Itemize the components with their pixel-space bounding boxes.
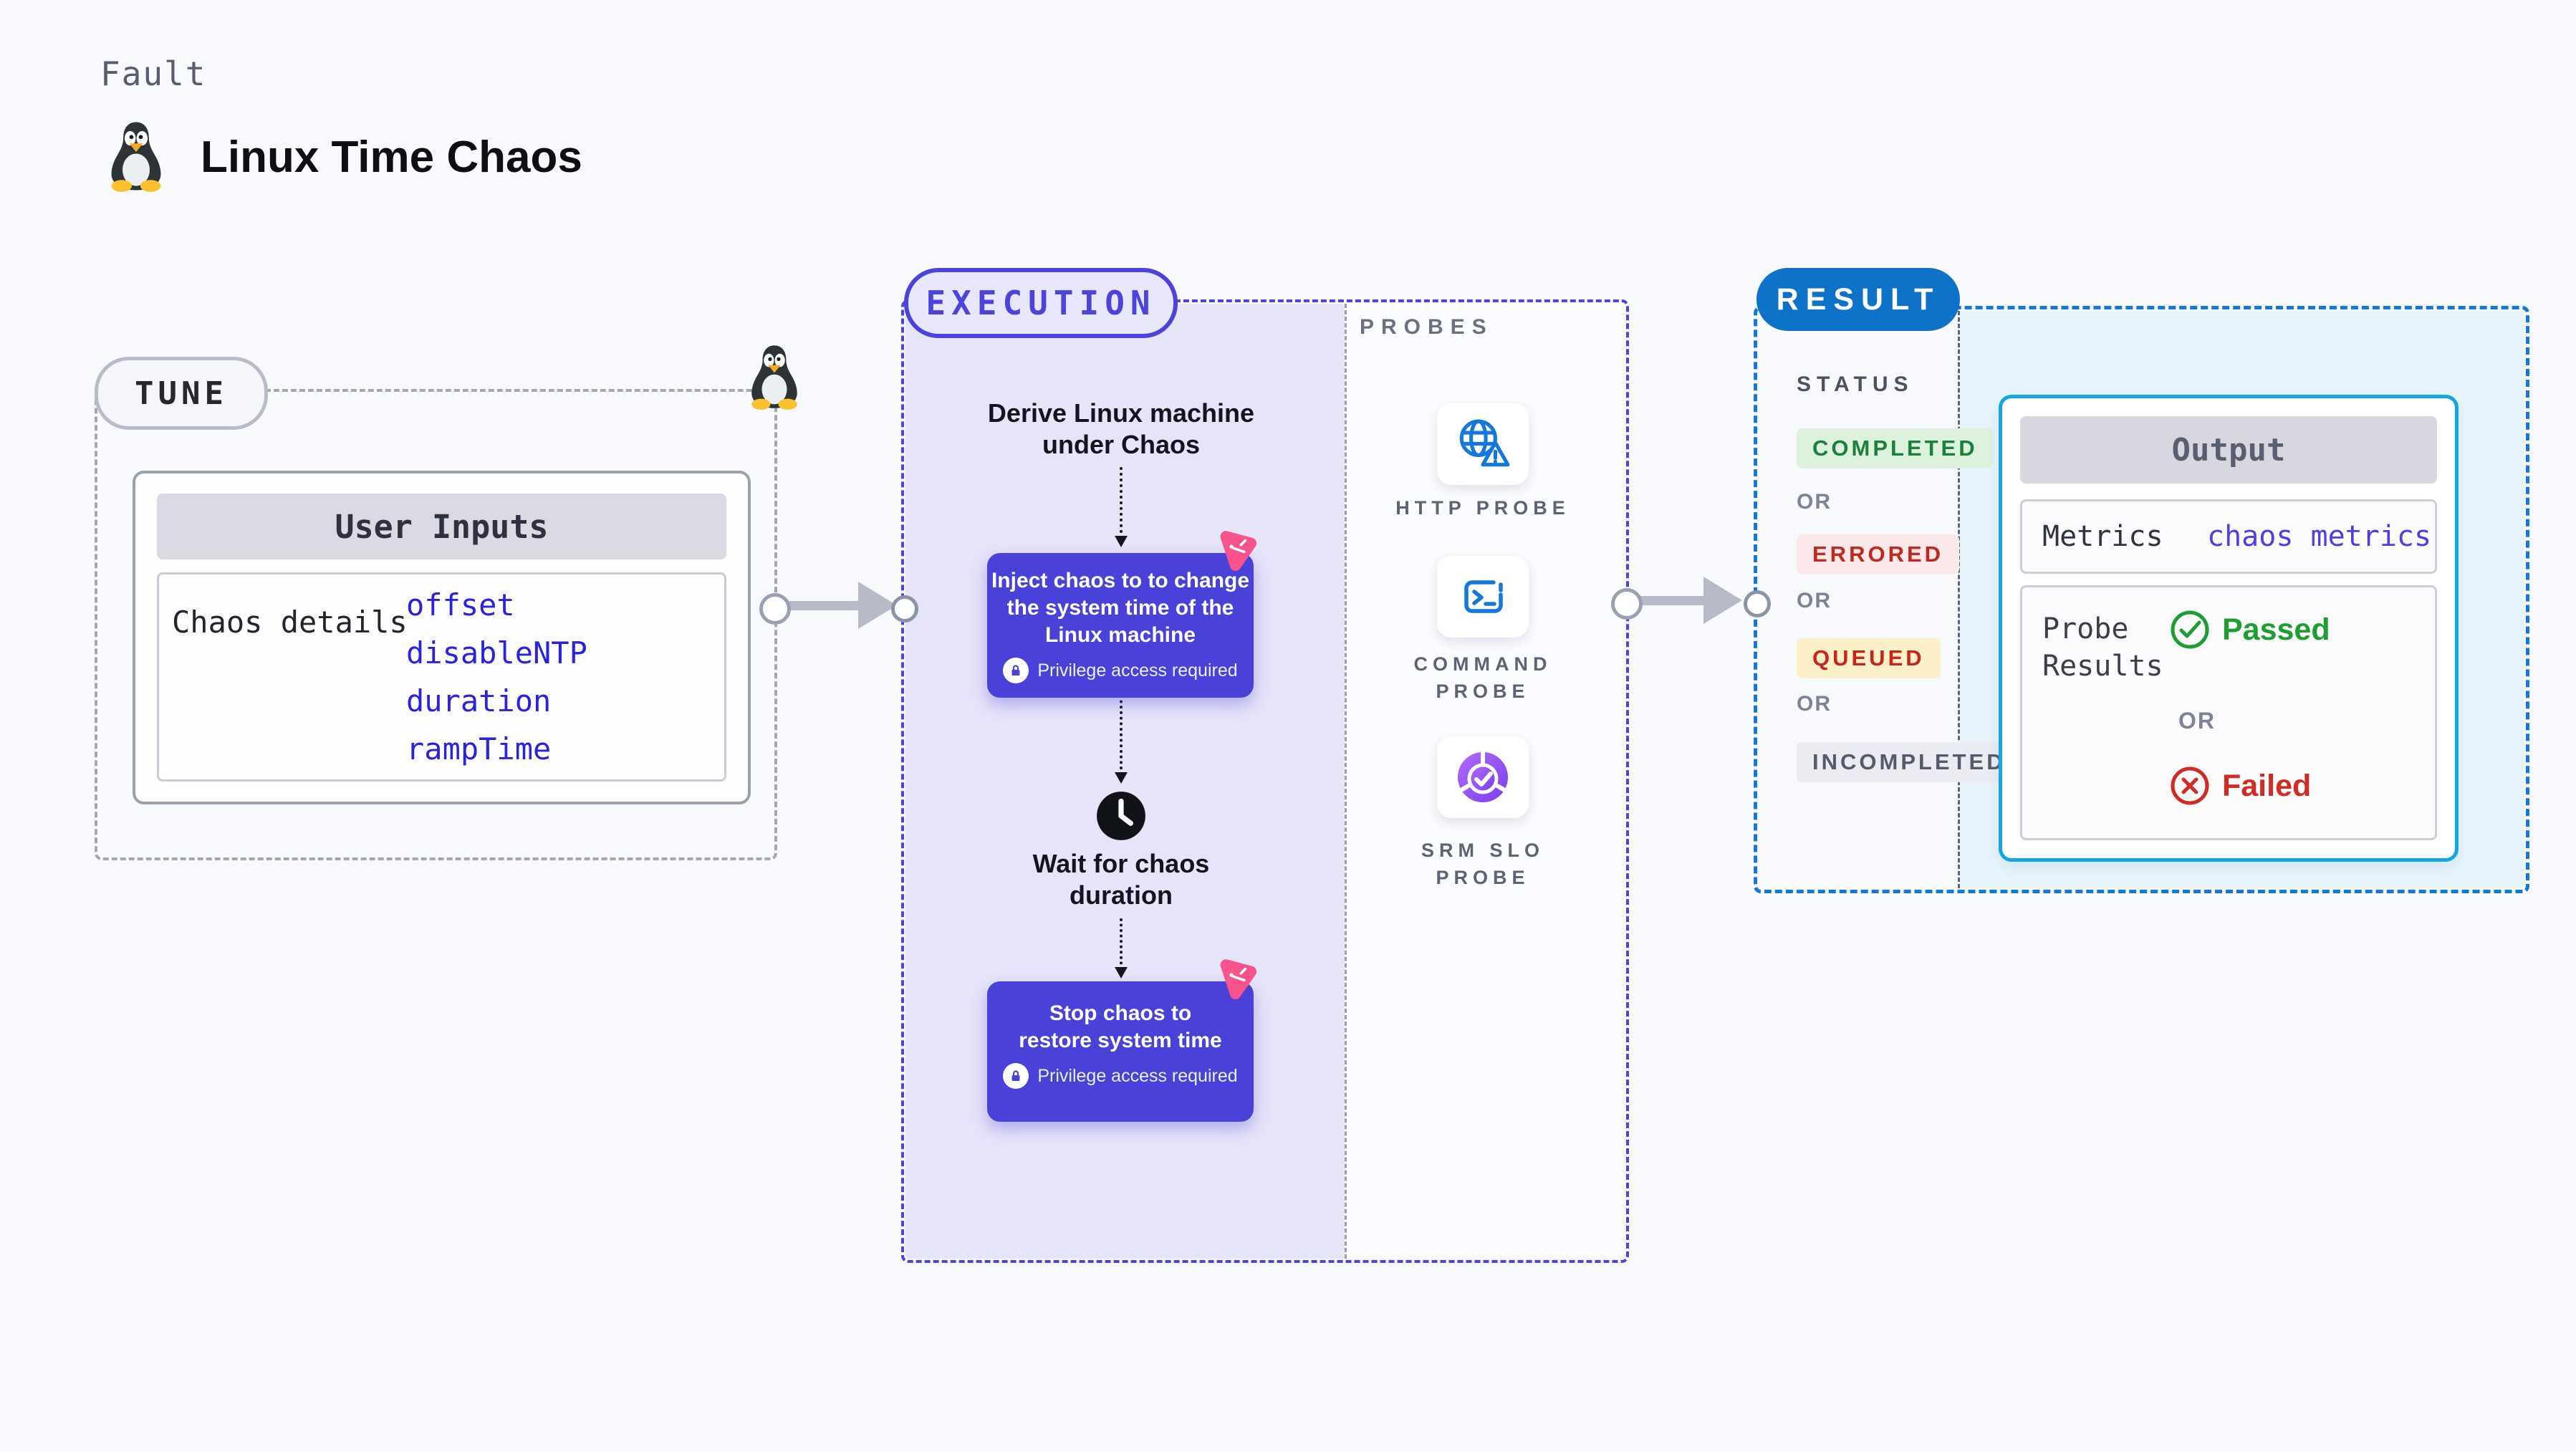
output-title: Output xyxy=(2020,416,2437,484)
privilege-note: Privilege access required xyxy=(1037,660,1238,681)
status-badge-incompleted: INCOMPLETED xyxy=(1797,742,2022,782)
flow-arrowhead xyxy=(1115,772,1128,784)
tux-penguin-icon xyxy=(111,122,161,192)
or-label: OR xyxy=(1797,692,1832,716)
terminal-icon xyxy=(1464,580,1503,613)
http-probe-label: HTTP PROBE xyxy=(1395,497,1570,519)
lock-icon xyxy=(1003,1063,1029,1089)
wait-step-text: Wait for chaos duration xyxy=(1032,849,1210,910)
user-inputs-table: Chaos details offset disableNTP duration… xyxy=(157,572,726,782)
status-label: STATUS xyxy=(1797,372,1914,396)
stop-chaos-node: Stop chaos to restore system time Privil… xyxy=(987,981,1254,1122)
probes-label: PROBES xyxy=(1360,315,1494,339)
command-probe-label: COMMAND PROBE xyxy=(1413,653,1552,702)
chaos-details-values: offset disableNTP duration rampTime xyxy=(406,590,587,782)
user-inputs-title: User Inputs xyxy=(157,494,726,559)
connector-endpoint xyxy=(1611,588,1643,620)
execution-pill: EXECUTION xyxy=(904,268,1178,338)
or-label: OR xyxy=(1797,589,1832,612)
failed-label: Failed xyxy=(2222,768,2312,803)
command-probe-card xyxy=(1437,556,1529,638)
chaos-triangle-icon xyxy=(1220,531,1257,572)
result-divider xyxy=(1958,311,1960,888)
connector-endpoint xyxy=(1744,590,1771,617)
fault-kicker: Fault xyxy=(100,54,207,93)
lock-icon xyxy=(1003,658,1029,683)
flow-arrow-line xyxy=(1120,689,1123,775)
connector-arrowhead xyxy=(858,582,897,629)
metrics-value: chaos metrics xyxy=(2207,520,2432,553)
flow-arrowhead xyxy=(1115,967,1128,979)
connector-endpoint xyxy=(891,595,918,622)
input-value: duration xyxy=(406,683,552,718)
metrics-row: Metrics chaos metrics xyxy=(2020,499,2437,574)
or-label: OR xyxy=(1797,490,1832,514)
connector-endpoint xyxy=(759,593,791,625)
tune-pill: TUNE xyxy=(95,357,268,430)
probe-results-label: Probe Results xyxy=(2042,612,2163,683)
privilege-note: Privilege access required xyxy=(1037,1065,1238,1086)
metrics-label: Metrics xyxy=(2042,520,2163,553)
connector-arrowhead xyxy=(1703,577,1742,624)
connector-line xyxy=(782,601,861,610)
input-value: rampTime xyxy=(406,731,552,766)
probes-divider xyxy=(1345,304,1347,1259)
input-value: disableNTP xyxy=(406,635,587,670)
clock-icon xyxy=(1097,792,1145,840)
flow-arrow-line xyxy=(1120,467,1123,539)
status-badge-queued: QUEUED xyxy=(1797,638,1941,678)
chaos-details-label: Chaos details xyxy=(172,605,408,640)
chaos-triangle-icon xyxy=(1220,959,1257,1000)
tune-section-box xyxy=(95,389,777,860)
passed-row: Passed xyxy=(2169,609,2330,650)
status-badge-completed: COMPLETED xyxy=(1797,428,1994,468)
globe-alert-icon xyxy=(1459,419,1510,467)
x-circle-icon xyxy=(2171,766,2209,805)
pie-check-icon xyxy=(1458,751,1508,802)
page-title: Linux Time Chaos xyxy=(201,133,582,182)
result-pill: RESULT xyxy=(1756,268,1960,331)
flow-arrowhead xyxy=(1115,536,1128,547)
or-label: OR xyxy=(2178,708,2216,734)
inject-chaos-node: Inject chaos to to change the system tim… xyxy=(987,553,1254,698)
connector-line xyxy=(1636,596,1705,605)
derive-step-text: Derive Linux machine under Chaos xyxy=(987,398,1255,459)
output-card: Output Metrics chaos metrics Probe Resul… xyxy=(1999,395,2459,862)
probe-results-row: Probe Results Passed OR Failed xyxy=(2020,585,2437,840)
tux-penguin-icon xyxy=(751,345,797,410)
failed-row: Failed xyxy=(2169,765,2311,807)
srm-slo-probe-label: SRM SLO PROBE xyxy=(1421,840,1544,888)
status-badge-errored: ERRORED xyxy=(1797,534,1960,574)
flow-arrow-line xyxy=(1120,918,1123,970)
http-probe-card xyxy=(1437,403,1529,485)
check-circle-icon xyxy=(2171,610,2209,649)
srm-slo-probe-card xyxy=(1437,736,1529,818)
input-value: offset xyxy=(406,587,515,622)
user-inputs-card: User Inputs Chaos details offset disable… xyxy=(133,471,751,804)
passed-label: Passed xyxy=(2222,612,2330,647)
